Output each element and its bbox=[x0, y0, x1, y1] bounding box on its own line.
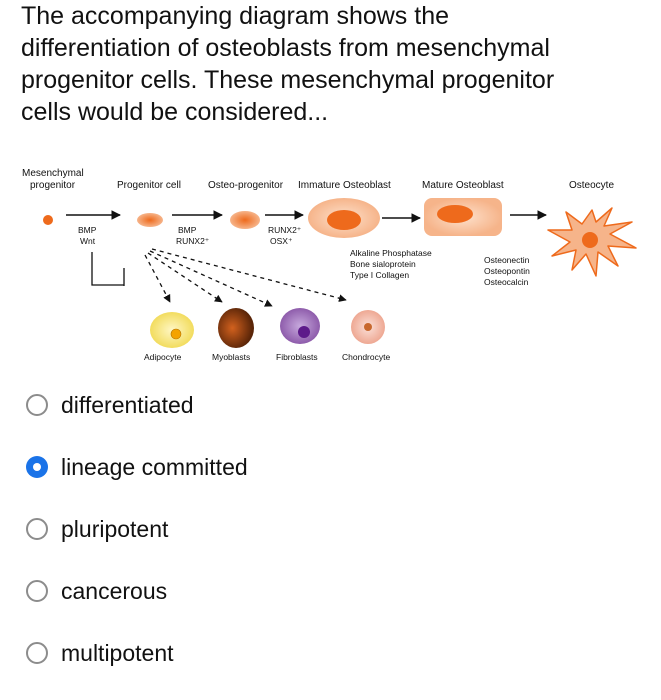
radio-button-selected[interactable] bbox=[26, 456, 48, 478]
radio-button[interactable] bbox=[26, 642, 48, 664]
dashed-arrow-myoblast bbox=[147, 252, 223, 303]
question-text: The accompanying diagram shows the diffe… bbox=[21, 0, 651, 128]
question-line: differentiation of osteoblasts from mese… bbox=[21, 34, 550, 62]
option-label: cancerous bbox=[61, 577, 168, 604]
radio-button[interactable] bbox=[26, 518, 48, 540]
lineage-label-myoblasts: Myoblasts bbox=[212, 352, 250, 362]
mature-osteoblast-nucleus bbox=[437, 205, 473, 223]
factor-bmp: BMP bbox=[178, 225, 197, 235]
option-label: pluripotent bbox=[61, 515, 169, 542]
factor-wnt: Wnt bbox=[80, 236, 96, 246]
marker-type-i-collagen: Type I Collagen bbox=[350, 270, 409, 280]
stage-label-progenitor: Progenitor cell bbox=[117, 180, 181, 191]
lineage-label-fibroblasts: Fibroblasts bbox=[276, 352, 318, 362]
osteo-progenitor-cell bbox=[230, 211, 260, 229]
diagram-svg: Mesenchymal progenitor Progenitor cell O… bbox=[22, 168, 637, 362]
option-cancerous[interactable]: cancerous bbox=[26, 571, 646, 611]
fibroblast-cell bbox=[280, 308, 320, 344]
marker-bone-sialoprotein: Bone sialoprotein bbox=[350, 259, 416, 269]
radio-button[interactable] bbox=[26, 394, 48, 416]
stage-label-osteo-progenitor: Osteo-progenitor bbox=[208, 180, 284, 191]
marker-alkaline-phosphatase: Alkaline Phosphatase bbox=[350, 248, 432, 258]
stage-label-mesenchymal: progenitor bbox=[30, 180, 76, 191]
osteocyte-cell bbox=[547, 207, 637, 277]
radio-button[interactable] bbox=[26, 580, 48, 602]
lineage-label-adipocyte: Adipocyte bbox=[144, 352, 182, 362]
option-differentiated[interactable]: differentiated bbox=[26, 385, 646, 425]
marker-osteonectin: Osteonectin bbox=[484, 255, 530, 265]
factor-runx2: RUNX2⁺ bbox=[268, 225, 302, 235]
stage-label-mature-osteoblast: Mature Osteoblast bbox=[422, 180, 504, 191]
marker-osteopontin: Osteopontin bbox=[484, 266, 530, 276]
stage-label-mesenchymal: Mesenchymal bbox=[22, 168, 84, 179]
question-line: cells would be considered... bbox=[21, 98, 329, 126]
question-line: The accompanying diagram shows the bbox=[21, 2, 450, 30]
dashed-arrow-adipocyte bbox=[144, 254, 171, 303]
immature-osteoblast-nucleus bbox=[327, 210, 361, 230]
factor-osx: OSX⁺ bbox=[270, 236, 293, 246]
option-label: differentiated bbox=[61, 391, 194, 418]
stage-label-immature-osteoblast: Immature Osteoblast bbox=[298, 180, 391, 191]
lineage-label-chondrocyte: Chondrocyte bbox=[342, 352, 390, 362]
chondrocyte-cell bbox=[351, 310, 385, 344]
option-lineage-committed[interactable]: lineage committed bbox=[26, 447, 646, 487]
osteoblast-differentiation-diagram: Mesenchymal progenitor Progenitor cell O… bbox=[0, 160, 661, 380]
mesenchymal-cell bbox=[43, 215, 53, 225]
myoblast-cell bbox=[218, 308, 254, 348]
progenitor-cell bbox=[137, 213, 163, 227]
factor-bmp: BMP bbox=[78, 225, 97, 235]
dashed-arrow-chondrocyte bbox=[151, 248, 347, 302]
adipocyte-cell bbox=[150, 312, 194, 348]
option-label: lineage committed bbox=[61, 453, 248, 480]
question-line: progenitor cells. These mesenchymal prog… bbox=[21, 66, 555, 94]
option-label: multipotent bbox=[61, 639, 174, 666]
marker-osteocalcin: Osteocalcin bbox=[484, 277, 529, 287]
option-pluripotent[interactable]: pluripotent bbox=[26, 509, 646, 549]
option-multipotent[interactable]: multipotent bbox=[26, 633, 646, 673]
branch-bracket bbox=[91, 252, 124, 286]
dashed-arrow-fibroblast bbox=[149, 250, 273, 307]
factor-runx2: RUNX2⁺ bbox=[176, 236, 210, 246]
stage-label-osteocyte: Osteocyte bbox=[569, 180, 614, 191]
